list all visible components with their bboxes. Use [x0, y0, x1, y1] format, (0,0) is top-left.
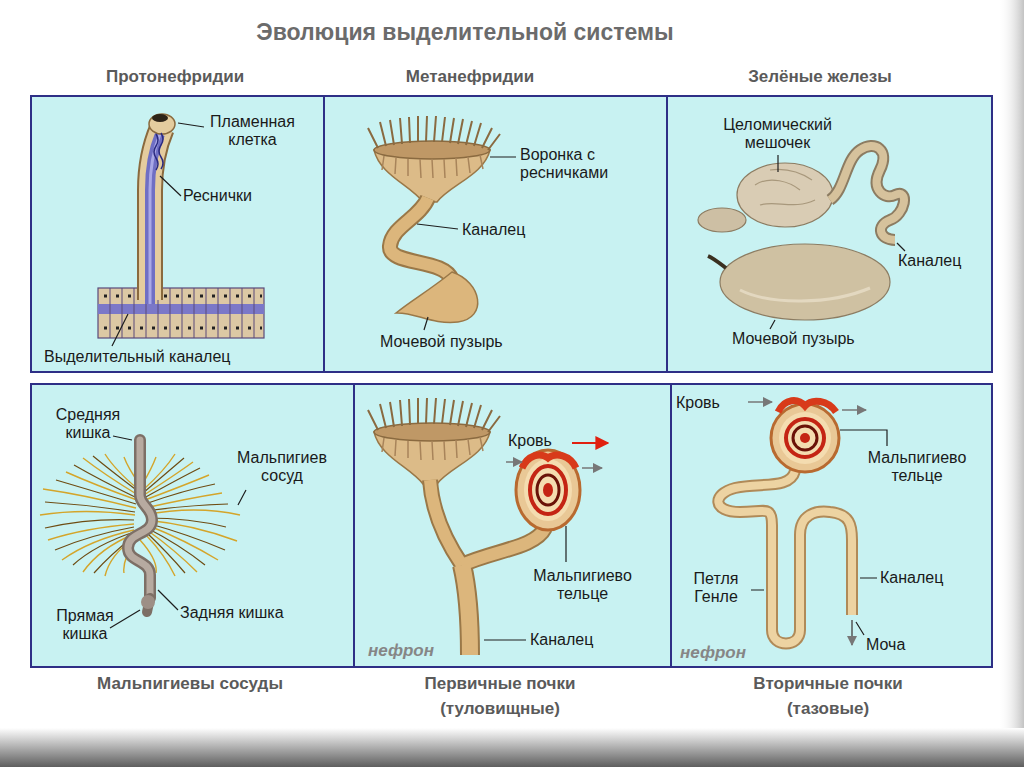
part-label: Пламенная клетка [195, 113, 310, 150]
green-gland-figure [830, 146, 904, 240]
panel-heading: Метанефридии [340, 65, 600, 90]
primary-nephron-figure [368, 398, 500, 484]
primary-nephron-figure [430, 480, 462, 565]
malpighian-figure [128, 440, 152, 598]
part-label: Каналец [880, 569, 960, 587]
protonephridium-figure [98, 304, 264, 314]
part-label: Петля Генле [683, 570, 749, 607]
green-gland-figure [830, 146, 904, 240]
primary-nephron-figure [572, 442, 608, 444]
primary-nephron-figure [462, 565, 470, 655]
primary-nephron-figure [524, 459, 572, 521]
primary-nephron-figure [462, 528, 545, 565]
nephron-caption: нефрон [680, 643, 760, 663]
malpighian-figure [128, 440, 152, 598]
panel-heading: Вторичные почки (тазовые) [733, 672, 923, 721]
protonephridium-figure [150, 134, 160, 304]
protonephridium-figure [98, 288, 264, 338]
protonephridium-figure [104, 327, 262, 330]
metanephridium-figure [396, 272, 478, 322]
secondary-nephron-figure [771, 404, 839, 472]
part-label: Кровь [676, 394, 736, 412]
secondary-nephron-figure [778, 401, 836, 412]
green-gland-figure [755, 169, 815, 205]
part-label: Мальпигиев сосуд [222, 449, 342, 486]
protonephridium-figure [152, 114, 168, 122]
primary-nephron-figure [543, 483, 553, 497]
slide-shade [998, 0, 1024, 767]
primary-nephron-figure [462, 565, 470, 655]
primary-nephron-figure [430, 480, 462, 565]
part-label: Мочевой пузырь [732, 330, 882, 348]
part-label: Моча [866, 636, 926, 654]
panel-ground [30, 95, 993, 373]
part-label: Каналец [898, 252, 978, 270]
part-label: Мальпигиево тельце [520, 567, 645, 604]
malpighian-figure [141, 595, 155, 609]
green-gland-figure [708, 256, 726, 268]
nephron-caption: нефрон [368, 641, 448, 661]
panel-heading: Первичные почки (туловищные) [405, 672, 595, 721]
protonephridium-figure [149, 114, 175, 134]
secondary-nephron-figure [842, 409, 866, 411]
green-gland-figure [720, 244, 890, 320]
green-gland-figure [698, 208, 746, 232]
part-label: Мальпигиево тельце [852, 449, 982, 486]
primary-nephron-figure [537, 475, 559, 505]
panel-box: Вторичные почки (тазовые) [670, 383, 993, 668]
protonephridium-figure [150, 134, 160, 304]
secondary-nephron-figure [793, 426, 817, 450]
panel-ground [30, 383, 993, 668]
leader-line [110, 123, 905, 640]
part-label: Мочевой пузырь [380, 333, 530, 351]
secondary-nephron-figure [748, 401, 772, 403]
metanephridium-figure [368, 116, 500, 202]
secondary-nephron-figure [800, 433, 810, 443]
part-label: Кровь [508, 432, 568, 450]
slide-shade [0, 728, 1024, 767]
primary-nephron-figure [530, 466, 566, 514]
protonephridium-figure [110, 288, 254, 338]
part-label: Воронка с ресничками [520, 146, 640, 183]
panel-heading: Мальпигиевы сосуды [40, 672, 340, 697]
slide-title: Эволюция выделительной системы [100, 19, 830, 46]
secondary-nephron-figure [718, 401, 866, 645]
primary-nephron-figure [506, 461, 522, 463]
secondary-nephron-figure [718, 471, 852, 644]
primary-nephron-figure [368, 398, 608, 655]
malpighian-figure [40, 440, 240, 612]
primary-nephron-figure [522, 455, 576, 468]
part-label: Средняя кишка [44, 406, 132, 443]
metanephridium-figure [390, 198, 452, 280]
green-gland-figure [698, 146, 904, 320]
part-label: Задняя кишка [180, 604, 320, 622]
green-gland-figure [740, 288, 870, 301]
primary-nephron-figure [582, 467, 602, 469]
metanephridium-figure [390, 198, 452, 280]
protonephridium-figure [154, 133, 163, 170]
panel-box: Протонефридии [30, 95, 325, 373]
secondary-nephron-figure [851, 620, 853, 645]
secondary-nephron-figure [779, 412, 831, 464]
panel-heading: Зелёные железы [690, 65, 950, 90]
panel-box: Первичные почки (туловищные) [353, 383, 672, 668]
part-label: Выделительный каналец [44, 348, 264, 366]
secondary-nephron-figure [718, 471, 852, 644]
part-label: Каналец [462, 221, 542, 239]
protonephridium-figure [104, 295, 262, 298]
metanephridium-figure [368, 116, 500, 322]
part-label: Каналец [530, 631, 610, 649]
part-label: Реснички [183, 187, 283, 205]
panel-heading: Протонефридии [45, 65, 305, 90]
secondary-nephron-figure [786, 419, 824, 457]
primary-nephron-figure [516, 450, 580, 530]
part-label: Целомический мешочек [705, 116, 850, 153]
part-label: Прямая кишка [42, 607, 128, 644]
green-gland-figure [737, 163, 833, 227]
primary-nephron-figure [462, 528, 545, 565]
